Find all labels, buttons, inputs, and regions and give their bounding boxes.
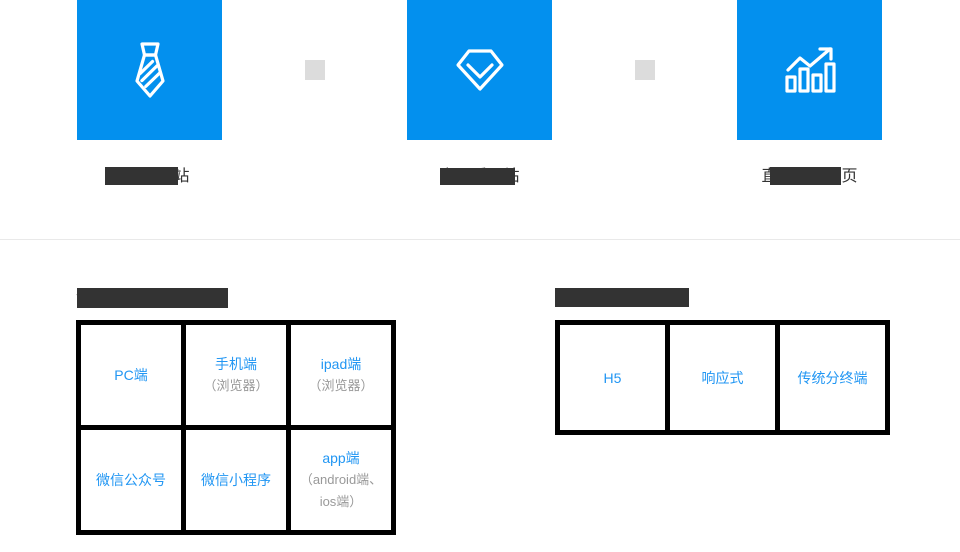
matrix-cell[interactable]: 传统分终端	[780, 325, 885, 430]
cell-sub-label: （浏览器）	[308, 378, 374, 393]
matrix-cell[interactable]: H5	[560, 325, 665, 430]
matrix-group-terminals: 全终端覆盖 PC端 手机端 （浏览器） ipad端 （浏览器） 微信公众号 微信…	[76, 240, 396, 535]
cell-main-label: 手机端	[215, 356, 257, 372]
feature-separator-1	[635, 60, 655, 80]
feature-label-1: 高品质网站	[439, 166, 520, 188]
solution-matrix: H5 响应式 传统分终端	[555, 320, 890, 435]
section-title-terminals: 全终端覆盖	[76, 240, 229, 309]
feature-tile-1[interactable]	[407, 0, 552, 140]
feature-item-1[interactable]: 高品质网站	[407, 0, 552, 188]
matrix-cell[interactable]: app端 （android端、ios端）	[291, 430, 391, 530]
cell-main-label: ipad端	[320, 356, 362, 372]
necktie-icon	[126, 40, 174, 100]
feature-highlights-section: 专业的网站 高品质网站	[0, 0, 960, 240]
cell-main-label: 响应式	[701, 369, 744, 386]
cell-main-label: 微信公众号	[96, 472, 166, 488]
feature-tile-2[interactable]	[737, 0, 882, 140]
feature-tile-0[interactable]	[77, 0, 222, 140]
cell-main-label: 微信小程序	[201, 472, 271, 488]
cell-main-label: H5	[603, 369, 622, 386]
cell-sub-label: （浏览器）	[203, 378, 269, 393]
matrix-cell[interactable]: 响应式	[670, 325, 775, 430]
cell-sub-label: （android端、ios端）	[299, 472, 383, 509]
matrix-cell[interactable]: ipad端 （浏览器）	[291, 325, 391, 425]
feature-item-0[interactable]: 专业的网站	[77, 0, 222, 188]
diamond-icon	[452, 43, 508, 97]
matrix-cell[interactable]: 微信小程序	[186, 430, 286, 530]
matrix-cell[interactable]: 微信公众号	[81, 430, 181, 530]
feature-label-2: 直达搜索首页	[761, 166, 858, 188]
section-title-solutions: 多种建站方案	[555, 240, 690, 309]
terminal-matrix: PC端 手机端 （浏览器） ipad端 （浏览器） 微信公众号 微信小程序 ap…	[76, 320, 396, 535]
platform-matrix-section: 全终端覆盖 PC端 手机端 （浏览器） ipad端 （浏览器） 微信公众号 微信…	[0, 240, 960, 552]
feature-item-2[interactable]: 直达搜索首页	[737, 0, 882, 188]
cell-main-label: app端	[322, 450, 360, 466]
matrix-cell[interactable]: PC端	[81, 325, 181, 425]
feature-label-0: 专业的网站	[105, 166, 190, 188]
cell-main-label: 传统分终端	[797, 369, 868, 386]
matrix-cell[interactable]: 手机端 （浏览器）	[186, 325, 286, 425]
feature-separator-0	[305, 60, 325, 80]
cell-main-label: PC端	[114, 367, 148, 383]
bar-chart-growth-icon	[781, 43, 839, 97]
matrix-group-solutions: 多种建站方案 H5 响应式 传统分终端	[555, 240, 890, 435]
